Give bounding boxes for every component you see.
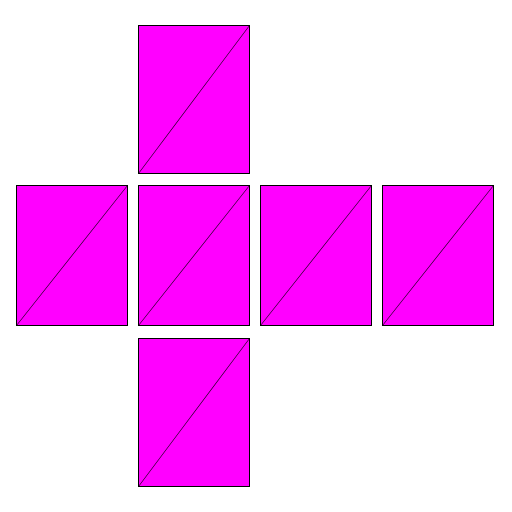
cube-face-top bbox=[138, 25, 250, 174]
face-diagonal bbox=[138, 25, 250, 174]
cube-face-center bbox=[138, 185, 250, 326]
face-diagonal bbox=[260, 185, 372, 326]
cube-face-left bbox=[16, 185, 128, 326]
face-diagonal bbox=[16, 185, 128, 326]
cube-face-far-right bbox=[382, 185, 494, 326]
cube-face-right bbox=[260, 185, 372, 326]
face-diagonal bbox=[138, 338, 250, 487]
face-diagonal bbox=[138, 185, 250, 326]
cube-face-bottom bbox=[138, 338, 250, 487]
face-diagonal bbox=[382, 185, 494, 326]
